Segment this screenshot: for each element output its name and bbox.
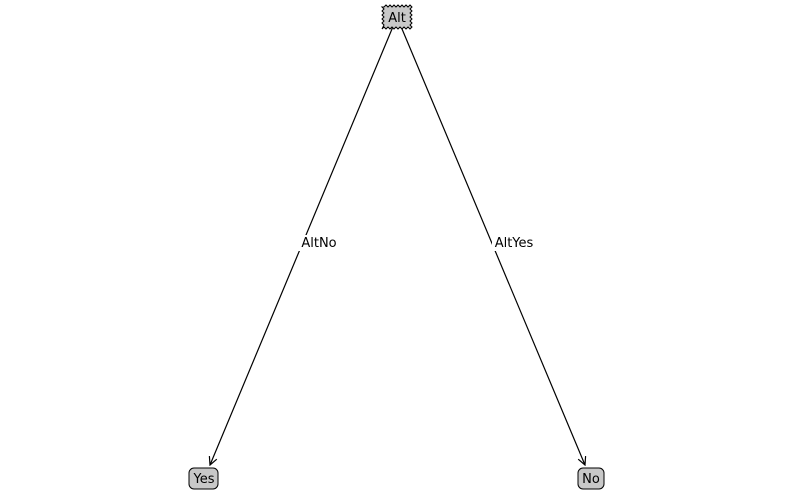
edge-label: AltNo xyxy=(301,236,336,251)
edge-line xyxy=(396,16,585,465)
edge-alt-to-no: AltYes xyxy=(396,16,585,465)
leaf-node-label: No xyxy=(582,472,600,487)
root-node: Alt xyxy=(380,4,413,30)
edge-alt-to-yes: AltNo xyxy=(210,16,398,465)
edge-label: AltYes xyxy=(495,236,534,251)
leaf-node-yes: Yes xyxy=(188,467,219,490)
root-node-box xyxy=(380,4,413,30)
leaf-node-box xyxy=(188,467,219,490)
root-node-label: Alt xyxy=(388,11,406,26)
leaf-node-label: Yes xyxy=(193,472,215,487)
leaf-node-no: No xyxy=(577,467,605,490)
leaf-node-box xyxy=(577,467,605,490)
